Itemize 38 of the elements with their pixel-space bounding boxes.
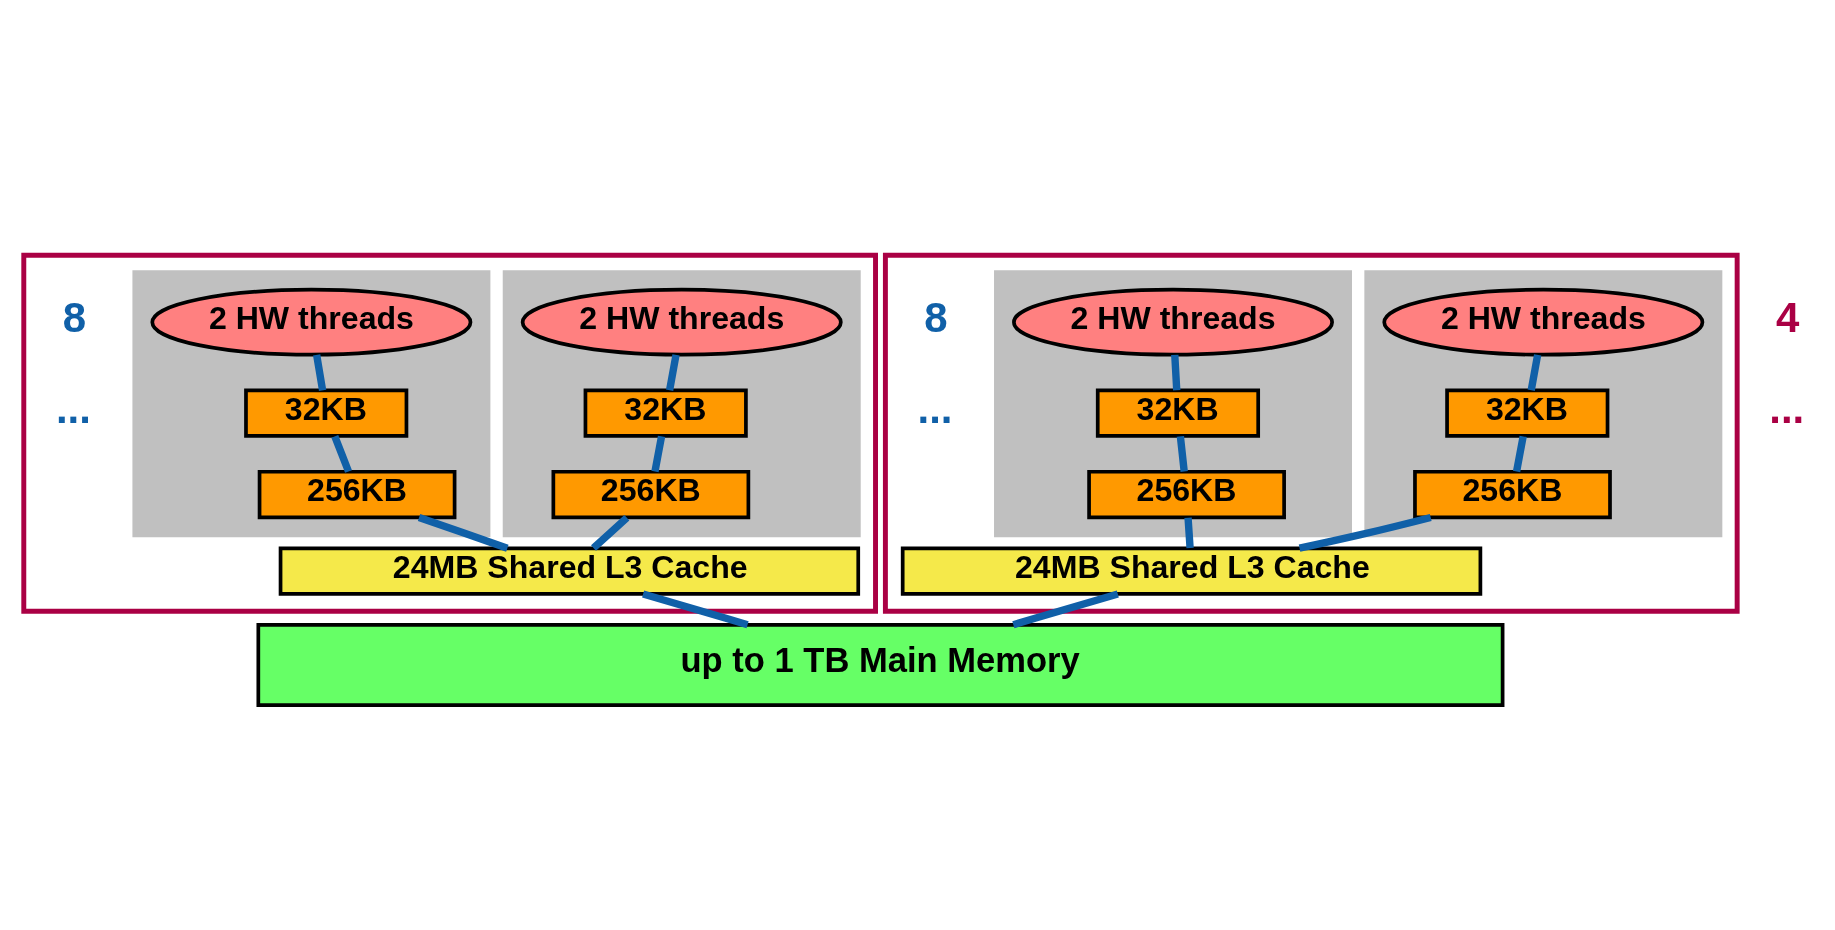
node-ellipse: 2 HW threads (1382, 287, 1705, 357)
label: ... (917, 384, 953, 432)
node-ellipse: 2 HW threads (150, 287, 473, 357)
cluster (21, 252, 878, 614)
connector (1176, 435, 1188, 472)
node-box: up to 1 TB Main Memory (256, 622, 1505, 707)
node-box: 32KB (1095, 387, 1261, 438)
cluster (994, 269, 1352, 537)
cluster (132, 269, 491, 537)
node-box: 24MB Shared L3 Cache (900, 545, 1483, 596)
connector (1512, 435, 1527, 472)
node-box: 256KB (551, 469, 751, 519)
connector (651, 435, 666, 472)
node-box: 32KB (583, 387, 748, 438)
label: 8 (924, 293, 948, 341)
node-box: 256KB (1087, 469, 1286, 519)
label: ... (1769, 384, 1805, 432)
connector (331, 434, 352, 473)
connector (591, 514, 630, 551)
node-ellipse: 2 HW threads (1012, 287, 1334, 357)
node-box: 32KB (1445, 387, 1610, 438)
cluster (882, 252, 1740, 614)
label: 4 (1776, 293, 1800, 341)
node-ellipse: 2 HW threads (520, 287, 843, 357)
connector (313, 353, 327, 391)
label: 8 (62, 293, 87, 341)
node-box: 32KB (244, 387, 409, 438)
cluster (502, 269, 861, 537)
connector (1171, 354, 1181, 390)
label: ... (55, 384, 91, 432)
connector (1184, 516, 1194, 548)
connector (665, 353, 680, 391)
connector (1527, 353, 1542, 391)
cluster (1364, 269, 1723, 537)
connector (1298, 513, 1432, 552)
node-box: 256KB (1413, 469, 1612, 519)
node-box: 24MB Shared L3 Cache (278, 545, 861, 596)
node-box: 256KB (257, 469, 457, 519)
